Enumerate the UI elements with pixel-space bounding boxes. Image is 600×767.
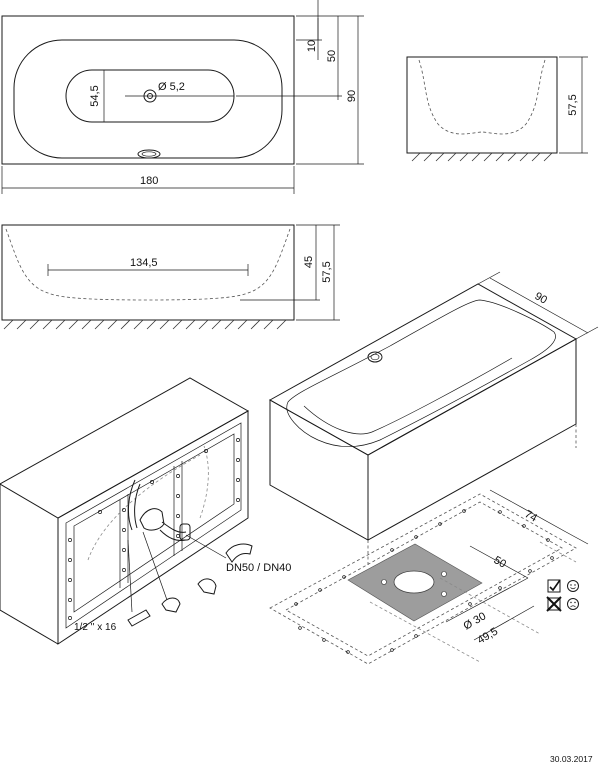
depth-inner-label: 45 — [303, 256, 315, 268]
tub-isometric — [268, 271, 599, 566]
frame-isometric — [0, 377, 253, 645]
drain-standard-label: DN50 / DN40 — [226, 562, 291, 574]
top-view — [1, 0, 364, 194]
overflow-drain — [137, 149, 161, 159]
inner-width-label: 54,5 — [89, 85, 101, 106]
drain-opening — [393, 570, 435, 594]
floor-markers — [294, 509, 554, 654]
pipe-30-label: Ø 30 — [462, 610, 489, 632]
iso-width-label: 90 — [533, 290, 550, 307]
height-total-label: 57,5 — [321, 261, 333, 282]
front-view — [1, 224, 340, 330]
siphon-assembly — [127, 479, 253, 627]
date-label: 30.03.2017 — [550, 754, 593, 764]
happy-face-icon — [567, 580, 579, 592]
floor-50-label: 50 — [492, 554, 509, 571]
inlet-size-label: 1/2 '' x 16 — [74, 622, 117, 633]
width-label: 90 — [346, 90, 358, 102]
floor-layout — [269, 489, 589, 665]
overflow-fitting — [367, 351, 383, 363]
edge-50-label: 50 — [326, 50, 338, 62]
check-mark-icon — [549, 579, 561, 592]
length-label: 180 — [140, 175, 158, 187]
sad-face-icon — [567, 598, 579, 610]
frame-screws — [68, 438, 240, 620]
cross-mark-icon — [546, 596, 562, 612]
legend-icons — [546, 579, 579, 612]
height-side-label: 57,5 — [567, 94, 579, 115]
cross-box-icon — [547, 597, 561, 611]
front-view-floor-hatch — [3, 319, 287, 330]
drain-diameter-label: Ø 5,2 — [158, 81, 185, 93]
floor-74-label: 74 — [523, 508, 540, 525]
end-view — [406, 56, 588, 162]
inner-length-label: 134,5 — [130, 257, 158, 269]
end-view-floor-hatch — [411, 152, 553, 162]
check-box-icon — [547, 579, 561, 593]
floor-49-5-label: 49,5 — [476, 625, 501, 646]
edge-10-label: 10 — [306, 40, 318, 52]
